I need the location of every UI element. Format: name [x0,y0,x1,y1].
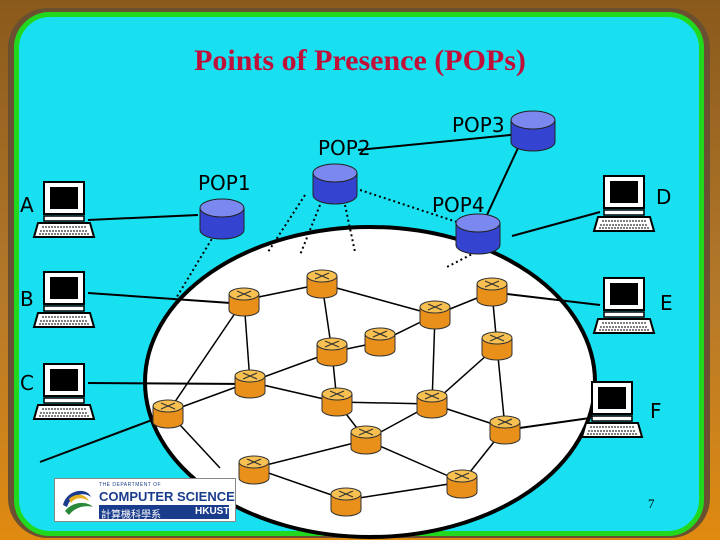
host-b-computer [33,271,95,328]
core-router [238,455,270,485]
core-router [481,331,513,361]
pop1-label: POP1 [198,171,251,195]
pop2-label: POP2 [318,136,371,160]
logo-cjk-text: 計算機科學系 [101,510,161,521]
host-c-computer [33,363,95,420]
host-c-label: C [20,371,34,395]
core-router [419,300,451,330]
pop4-label: POP4 [432,193,485,217]
logo-hkust-text: HKUST [195,506,230,517]
logo-bar [99,505,229,519]
host-e-label: E [660,291,673,315]
page-number: 7 [648,496,655,511]
pop2-router [312,163,358,205]
core-router [446,469,478,499]
host-a-label: A [20,193,34,217]
core-router [234,369,266,399]
pop3-router [510,110,556,152]
pop1-router [199,198,245,240]
host-f-label: F [650,399,662,423]
pop4-router [455,213,501,255]
core-router [152,399,184,429]
host-d-label: D [656,185,671,209]
core-router [476,277,508,307]
logo-name-text: COMPUTER SCIENCE [99,489,235,504]
pop3-label: POP3 [452,113,505,137]
core-router [321,387,353,417]
slide-title: Points of Presence (POPs) [194,44,526,77]
host-e-computer [593,277,655,334]
department-logo: THE DEPARTMENT OF COMPUTER SCIENCE 計算機科學… [54,478,236,522]
core-router [330,487,362,517]
core-router [489,415,521,445]
core-router [350,425,382,455]
core-router [306,269,338,299]
logo-swirl-icon [63,490,93,515]
core-router [364,327,396,357]
core-router [316,337,348,367]
host-b-label: B [20,287,34,311]
core-router [416,389,448,419]
host-a-computer [33,181,95,238]
core-router [228,287,260,317]
logo-dept-text: THE DEPARTMENT OF [99,482,162,488]
host-f-computer [581,381,643,438]
host-d-computer [593,175,655,232]
